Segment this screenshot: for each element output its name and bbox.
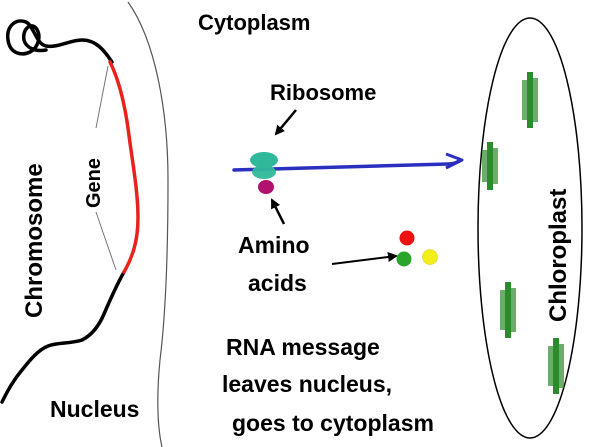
thylakoid-stack-4 <box>548 338 564 394</box>
gene-pointer-bottom <box>95 211 117 271</box>
rna-message-line3: goes to cytoplasm <box>232 410 434 436</box>
amino-acid-green <box>396 251 412 267</box>
gene-label: Gene <box>83 158 105 208</box>
amino-acid-pointer-arrow <box>270 198 286 225</box>
thylakoid-stack-3 <box>500 282 516 338</box>
thylakoid-stack-1 <box>522 72 538 128</box>
ribosome-pointer-arrow <box>274 109 297 136</box>
thylakoid-stack-2 <box>482 142 498 190</box>
amino-acids-label-line2: acids <box>248 270 307 296</box>
rna-arrowhead <box>445 152 464 170</box>
ribosome-subunit-large <box>250 152 278 168</box>
ribosome-label: Ribosome <box>270 80 376 105</box>
gene-pointer-top <box>95 65 109 129</box>
amino-acids-to-pool-arrow <box>331 252 398 265</box>
amino-acids-label-line1: Amino <box>238 232 310 258</box>
rna-message-line2: leaves nucleus, <box>222 371 392 397</box>
chloroplast-outline <box>477 17 583 439</box>
nucleus-label: Nucleus <box>50 396 139 422</box>
amino-acid-yellow <box>422 249 438 265</box>
nuclear-envelope <box>127 1 169 447</box>
chromosome-strand-bottom <box>0 270 126 404</box>
cytoplasm-label: Cytoplasm <box>198 10 310 35</box>
rna-message-line1: RNA message <box>226 334 380 360</box>
chloroplast-label: Chloroplast <box>545 189 572 322</box>
ribosome-subunit-small <box>252 165 276 179</box>
gene-segment <box>108 60 140 274</box>
amino-acid-red <box>399 230 415 246</box>
chromosome-label: Chromosome <box>21 163 48 318</box>
chromosome-strand-top <box>6 19 114 64</box>
bound-amino-acid <box>258 180 274 194</box>
